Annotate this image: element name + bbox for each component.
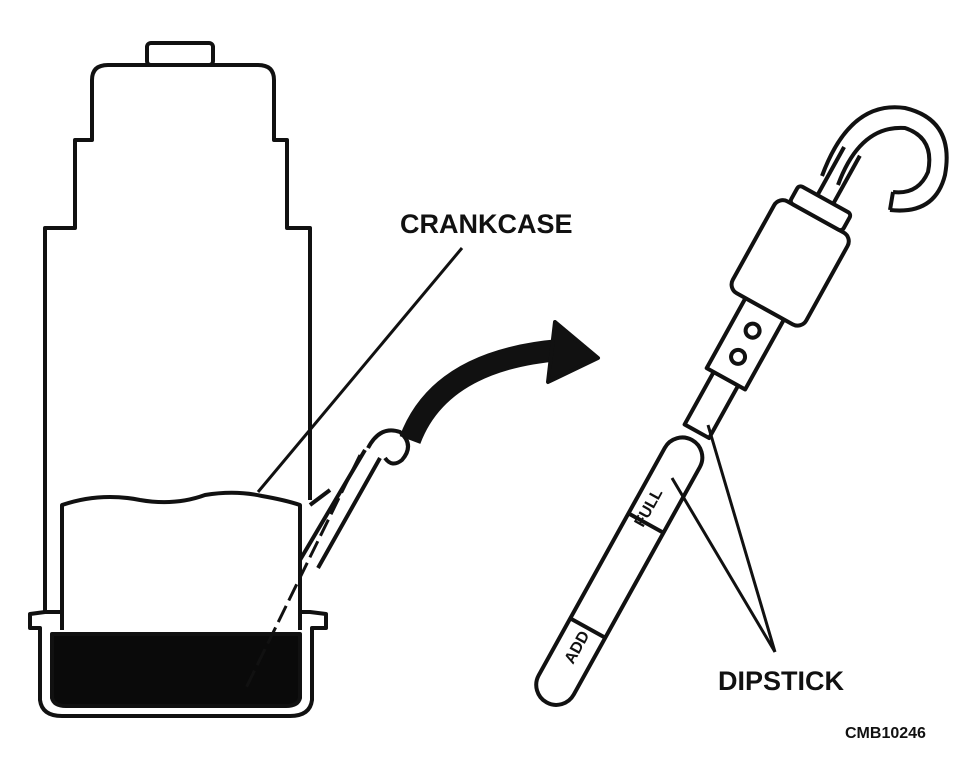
engine-cap	[145, 41, 215, 67]
arrow-head-icon	[546, 320, 600, 384]
collar-hole	[743, 321, 762, 340]
oil-level	[50, 632, 302, 708]
dipstick	[534, 146, 862, 707]
collar-hole	[729, 347, 748, 366]
dipstick-blade	[534, 435, 705, 707]
hook-end	[888, 191, 895, 211]
crankcase-leader-line	[256, 247, 464, 493]
tube-bracket	[308, 488, 332, 507]
dipstick-hook	[820, 105, 949, 213]
figure-id: CMB10246	[845, 725, 926, 742]
full-mark-line	[627, 511, 665, 535]
crankcase-label: CRANKCASE	[400, 209, 573, 239]
engine-outline	[28, 41, 332, 718]
add-mark-line	[569, 616, 607, 640]
oil-pan	[28, 610, 328, 718]
crankcase-interior	[60, 490, 302, 630]
transfer-arrow	[399, 339, 561, 445]
engine-dipstick-hook	[366, 428, 410, 466]
dipstick-label: DIPSTICK	[718, 666, 845, 696]
hook-stem	[815, 146, 846, 197]
handle-cap	[788, 184, 853, 233]
engine-block	[43, 63, 312, 612]
hook-stem	[831, 154, 862, 205]
dipstick-in-engine	[243, 454, 362, 691]
dipstick-leader-lines	[670, 424, 777, 653]
